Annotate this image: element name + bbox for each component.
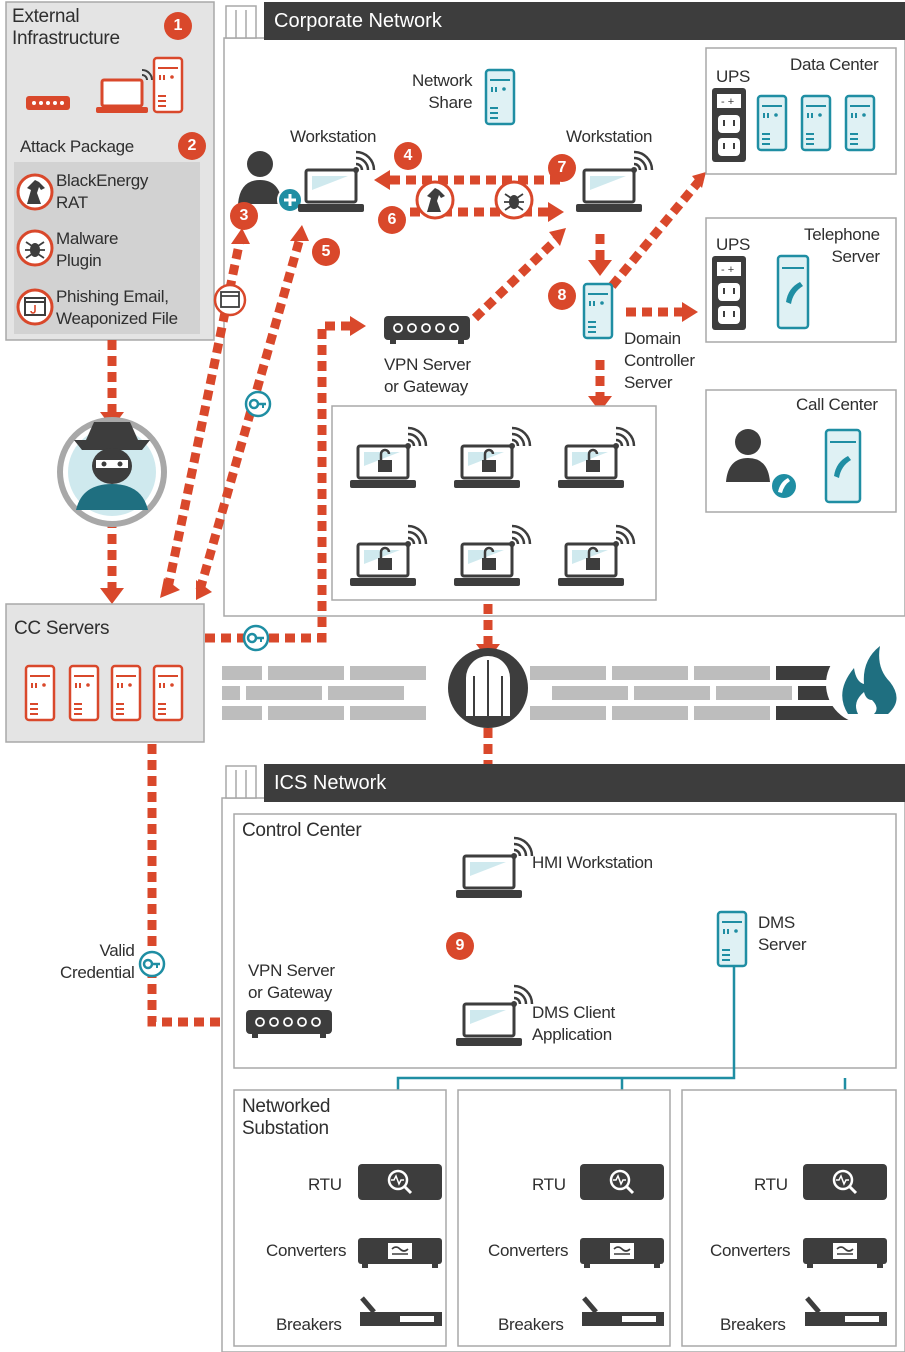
ics-network-band: ICS Network (264, 764, 905, 802)
data-center-server-icon (800, 94, 832, 152)
converters-label: Converters (710, 1241, 791, 1260)
breakers-label: Breakers (276, 1315, 342, 1334)
converter-icon (357, 1237, 443, 1269)
substation-panel (681, 1089, 897, 1347)
blackenergy-rat-label: BlackEnergy RAT (56, 171, 149, 212)
cc-server-icon (110, 664, 142, 722)
ups-label: UPS (716, 235, 751, 254)
malware-plugin-icon (16, 229, 54, 267)
dms-server-icon (716, 910, 748, 968)
corporate-vpn-gateway-icon (383, 315, 471, 345)
rtu-label: RTU (308, 1175, 342, 1194)
step-badge-4: 4 (394, 142, 422, 170)
attack-package-title: Attack Package (20, 137, 134, 156)
server-icon (152, 56, 184, 114)
blackenergy-horse-icon (415, 180, 455, 220)
key-icon (138, 950, 166, 978)
workstation-left-label: Workstation (290, 127, 377, 146)
step-badge-2: 2 (178, 132, 206, 160)
network-share-server-icon (484, 68, 516, 126)
attacker-icon (57, 417, 167, 527)
cc-server-icon (152, 664, 184, 722)
data-center-server-icon (844, 94, 876, 152)
add-user-icon (277, 187, 303, 213)
building-icon (225, 5, 257, 39)
converter-icon (579, 1237, 665, 1269)
call-center-server-icon (824, 428, 862, 504)
ups-label: UPS (716, 67, 751, 86)
firewall-gate-icon (448, 648, 528, 728)
blackenergy-rat-icon (16, 173, 54, 211)
phone-badge-icon (770, 472, 798, 500)
corporate-network-band: Corporate Network (264, 2, 905, 40)
step-badge-5: 5 (312, 238, 340, 266)
converters-label: Converters (488, 1241, 569, 1260)
rtu-icon (356, 1162, 444, 1202)
malware-plugin-label: Malware Plugin (56, 229, 119, 270)
telephone-server-label: Telephone Server (804, 225, 880, 266)
corporate-vpn-label: VPN Server or Gateway (384, 355, 471, 396)
valid-credential-label: Valid Credential (60, 941, 135, 982)
dms-client-label: DMS Client Application (532, 1003, 615, 1044)
rtu-icon (578, 1162, 666, 1202)
step-badge-6: 6 (378, 206, 406, 234)
substation-panel (457, 1089, 671, 1347)
ics-vpn-label: VPN Server or Gateway (248, 961, 335, 1002)
control-center-title: Control Center (242, 820, 362, 841)
workstation-right-label: Workstation (566, 127, 653, 146)
network-share-label: Network Share (412, 71, 473, 112)
breakers-label: Breakers (720, 1315, 786, 1334)
converter-icon (802, 1237, 888, 1269)
external-infrastructure-title: External Infrastructure (12, 6, 120, 49)
rtu-label: RTU (532, 1175, 566, 1194)
step-badge-1: 1 (164, 12, 192, 40)
phishing-file-icon (213, 283, 247, 317)
malware-spider-icon (494, 180, 534, 220)
breakers-label: Breakers (498, 1315, 564, 1334)
domain-controller-label: Domain Controller Server (624, 329, 695, 392)
ics-vpn-gateway-icon (245, 1009, 333, 1039)
rtu-label: RTU (754, 1175, 788, 1194)
telephone-server-icon (776, 254, 810, 330)
networked-substation-title: Networked Substation (242, 1096, 331, 1139)
phishing-email-label: Phishing Email, Weaponized File (56, 287, 178, 328)
substation-panel (233, 1089, 447, 1347)
dms-server-label: DMS Server (758, 913, 807, 954)
cc-server-icon (68, 664, 100, 722)
step-badge-3: 3 (230, 202, 258, 230)
data-center-label: Data Center (790, 55, 879, 74)
step-badge-7: 7 (548, 154, 576, 182)
data-center-server-icon (756, 94, 788, 152)
call-center-panel (705, 389, 897, 513)
cc-server-icon (24, 664, 56, 722)
step-badge-9: 9 (446, 932, 474, 960)
call-center-label: Call Center (796, 395, 878, 414)
phishing-email-icon (16, 288, 54, 326)
hmi-workstation-label: HMI Workstation (532, 853, 653, 872)
key-icon (242, 624, 270, 652)
ups-icon (711, 255, 747, 331)
router-icon (26, 96, 70, 110)
step-badge-8: 8 (548, 282, 576, 310)
converters-label: Converters (266, 1241, 347, 1260)
ups-icon (711, 87, 747, 163)
key-icon (244, 390, 272, 418)
firewall-wall (222, 664, 905, 720)
domain-controller-server-icon (582, 282, 614, 340)
rtu-icon (801, 1162, 889, 1202)
building-icon (225, 765, 257, 799)
control-center-panel (233, 813, 897, 1069)
cc-servers-title: CC Servers (14, 618, 110, 639)
fire-icon (826, 644, 905, 724)
